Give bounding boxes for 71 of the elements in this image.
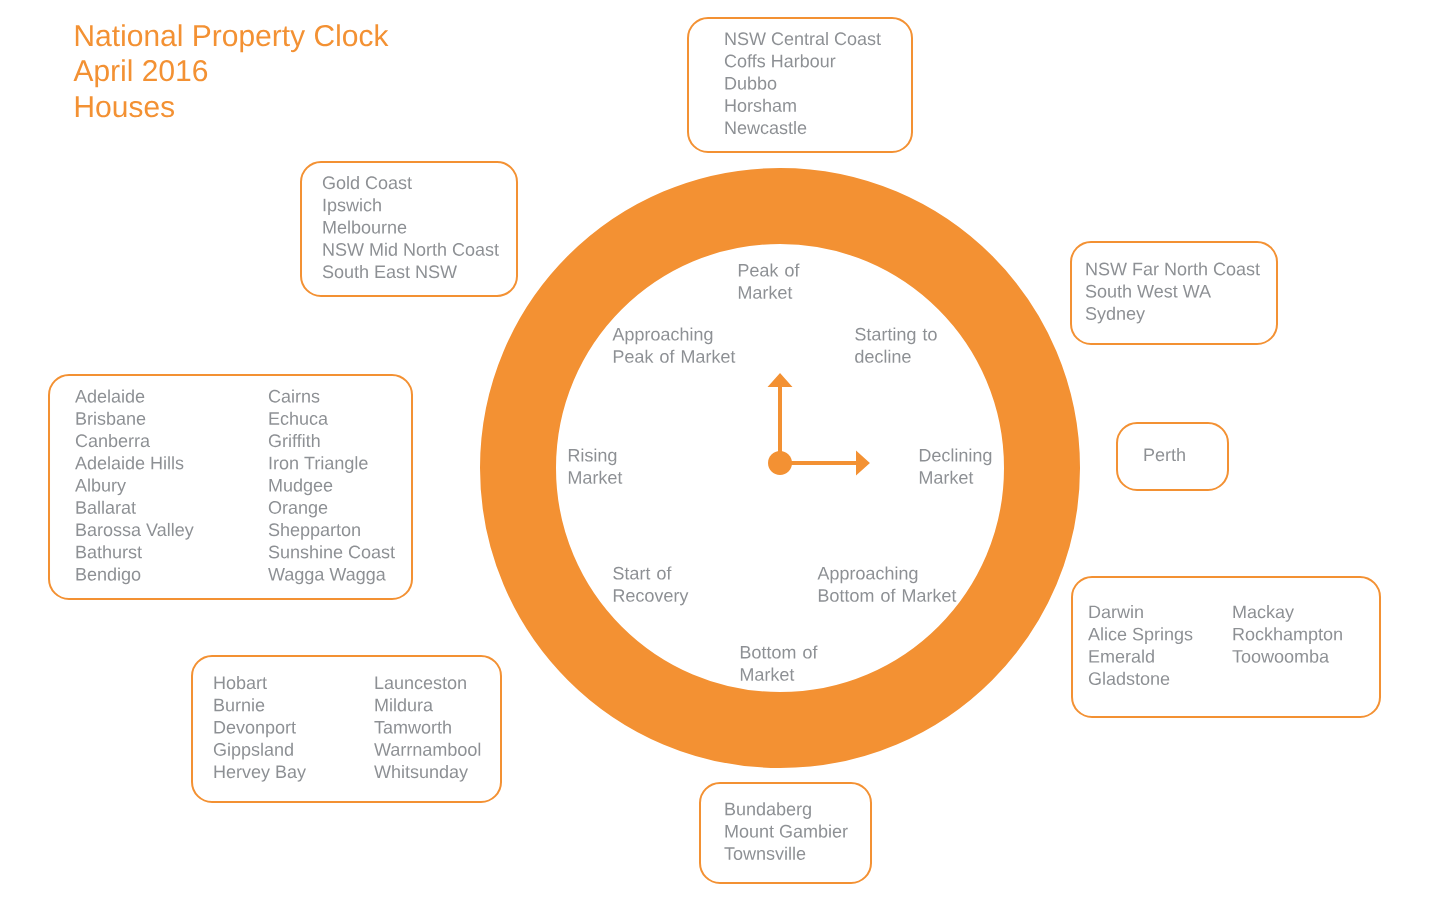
list-box (699, 782, 872, 884)
place-name: Bundaberg (725, 802, 811, 819)
place-name: Perth (1144, 447, 1185, 462)
place-name: Gold Coast (322, 175, 412, 190)
place-name: Mudgee (269, 478, 333, 496)
place-name: Coffs Harbour (724, 54, 836, 68)
place-name: NSW Far North Coast (1086, 262, 1260, 276)
place-name: South West WA (1085, 284, 1212, 298)
place-name: Launceston (375, 676, 466, 690)
place-name: Alice Springs (1088, 627, 1193, 645)
place-name: Mildura (375, 698, 433, 712)
place-name: Barossa Valley (76, 522, 194, 540)
place-name: Gladstone (1088, 671, 1170, 685)
place-name: Warrnambool (374, 742, 481, 756)
place-name: Wagga Wagga (268, 568, 386, 585)
list-box (191, 655, 502, 803)
list-box (687, 17, 913, 153)
title: National Property Clock (75, 24, 389, 53)
place-name: NSW Mid North Coast (323, 242, 499, 256)
phase-label: Rising Market (568, 448, 623, 484)
place-name: Whitsunday (374, 764, 468, 782)
place-name: Rockhampton (1233, 627, 1342, 645)
place-name: Horsham (725, 98, 796, 112)
phase-label: Start of Recovery (613, 566, 689, 606)
place-name: Bendigo (76, 567, 141, 585)
place-name: Bathurst (76, 545, 142, 559)
place-name: Mount Gambier (725, 824, 848, 838)
place-name: Adelaide (75, 389, 145, 403)
list-box (1070, 241, 1278, 345)
place-name: Devonport (214, 721, 296, 738)
phase-label: Declining Market (919, 448, 992, 484)
place-name: Iron Triangle (269, 456, 368, 473)
place-name: Hobart (214, 675, 267, 690)
phase-label: Bottom of Market (740, 645, 818, 681)
place-name: Ipswich (323, 198, 381, 215)
phase-label: Approaching Peak of Market (612, 327, 736, 363)
place-name: South East NSW (322, 264, 457, 279)
phase-label: Starting to decline (855, 327, 937, 363)
place-name: Toowoomba (1232, 649, 1330, 663)
place-name: Griffith (268, 433, 320, 448)
place-name: NSW Central Coast (725, 31, 881, 46)
list-box (1116, 422, 1229, 491)
place-name: Darwin (1089, 605, 1143, 619)
list-box (1071, 576, 1381, 718)
subtitle: April 2016 (73, 59, 208, 88)
place-name: Hervey Bay (214, 765, 306, 782)
place-name: Melbourne (323, 220, 407, 234)
place-name: Townsville (724, 846, 806, 860)
phase-label: Peak of Market (738, 263, 800, 299)
list-box (48, 374, 413, 600)
place-name: Dubbo (725, 76, 777, 90)
place-name: Albury (75, 478, 126, 496)
place-name: Adelaide Hills (75, 456, 184, 470)
place-name: Canberra (75, 433, 151, 448)
list-box (300, 161, 518, 297)
place-name: Gippsland (213, 742, 293, 760)
subtitle: Houses (75, 96, 174, 118)
place-name: Burnie (214, 698, 265, 712)
phase-label: Approaching Bottom of Market (817, 566, 957, 602)
place-name: Newcastle (725, 120, 807, 135)
place-name: Mackay (1233, 605, 1294, 622)
place-name: Shepparton (268, 522, 360, 540)
place-name: Tamworth (374, 720, 451, 734)
place-name: Sydney (1085, 306, 1145, 324)
place-name: Cairns (268, 389, 320, 403)
place-name: Ballarat (76, 500, 136, 514)
place-name: Sunshine Coast (268, 545, 395, 559)
place-name: Orange (268, 501, 328, 518)
place-name: Brisbane (76, 411, 146, 425)
place-name: Emerald (1089, 649, 1154, 663)
place-name: Echuca (269, 411, 329, 425)
